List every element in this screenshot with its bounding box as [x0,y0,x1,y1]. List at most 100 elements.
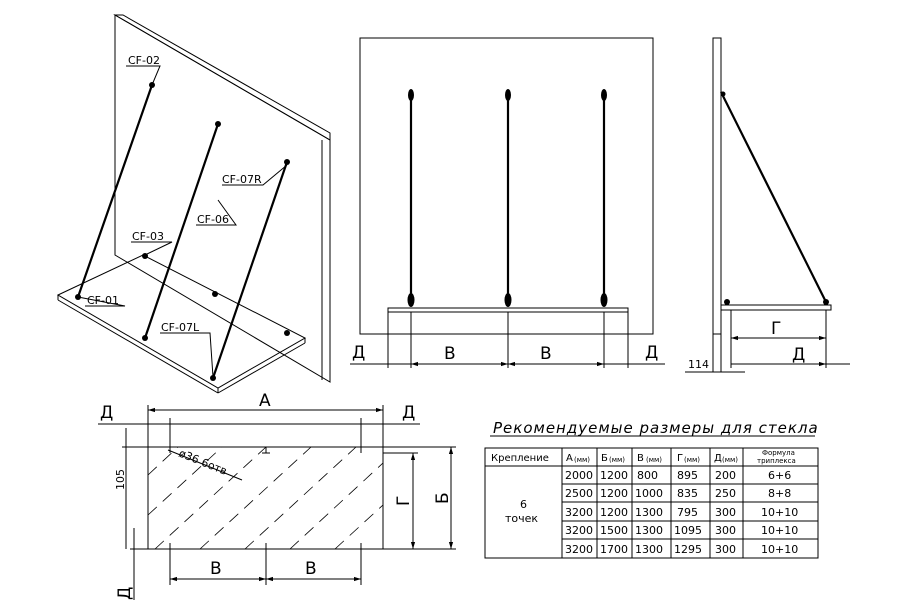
svg-text:1300: 1300 [635,543,663,556]
svg-text:1700: 1700 [600,543,628,556]
td-mount-1: 6 [520,498,527,511]
plan-view: А Д Д Б Г 105 Д В В ø36 6отв [98,391,456,600]
rod-cf-02 [76,84,154,298]
front-dim-v-2: В [540,344,552,364]
svg-text:2000: 2000 [565,469,593,482]
wall-panel [114,14,331,383]
plan-hole-note: ø36 6отв [177,447,229,478]
rod-cf-07r [211,161,289,379]
table-title: Рекомендуемые размеры для стекла [493,419,819,437]
svg-text:3200: 3200 [565,506,593,519]
table-row: 3200 1700 1300 1295 300 10+10 [565,543,798,556]
front-glass-edge [387,307,629,313]
th-formula-1: Формула [762,449,795,457]
svg-text:В: В [637,453,644,464]
svg-text:795: 795 [677,506,698,519]
side-wall [712,37,722,335]
svg-text:Д: Д [714,453,722,464]
svg-text:8+8: 8+8 [768,487,791,500]
fitting-edge-3 [284,330,290,336]
svg-text:А: А [566,453,573,464]
svg-text:Б: Б [601,453,608,464]
plan-dim-v-1: В [210,559,222,579]
label-cf-07r: CF-07R [222,173,262,186]
svg-text:(мм): (мм) [574,456,590,464]
fitting-wall-2 [215,121,221,127]
plan-dim-d-right: Д [402,403,415,423]
plan-dim-a: А [259,391,271,411]
svg-text:1000: 1000 [635,487,663,500]
th-v: В (мм) [637,453,662,464]
svg-text:1295: 1295 [674,543,702,556]
plan-dim-105: 105 [114,469,127,490]
th-mount: Крепление [491,453,549,464]
svg-text:10+10: 10+10 [761,543,798,556]
label-cf-07l: CF-07L [161,321,200,334]
fitting-glass-3 [210,375,216,381]
svg-text:1200: 1200 [600,469,628,482]
plan-dim-g: Г [394,496,414,506]
label-cf-01: CF-01 [87,294,119,307]
side-view: Г Д 114 [685,37,850,373]
svg-text:300: 300 [715,543,736,556]
table-row: 2000 1200 800 895 200 6+6 [565,469,791,482]
plan-hatching [147,446,384,550]
td-mount-2: точек [505,512,538,525]
front-dim-d-right: Д [645,343,658,363]
isometric-view: CF-02 CF-07R CF-06 CF-03 CF-01 CF-07L [56,14,331,394]
side-dim-d: Д [792,345,805,365]
th-g: Г (мм) [677,453,700,464]
svg-text:1300: 1300 [635,506,663,519]
front-dim-d-left: Д [352,343,365,363]
svg-text:(мм): (мм) [609,456,625,464]
svg-text:1200: 1200 [600,487,628,500]
plan-holes [169,447,362,549]
side-dim-114: 114 [688,358,709,371]
th-b: Б (мм) [601,453,625,464]
side-dim-g: Г [771,319,781,339]
label-cf-06: CF-06 [197,213,229,226]
svg-text:(мм): (мм) [646,456,662,464]
plan-dim-d-bottom: Д [115,587,135,600]
svg-text:Г: Г [677,453,683,464]
rod-cf-06 [143,123,220,339]
side-glass [720,304,832,311]
table-row: 2500 1200 1000 835 250 8+8 [565,487,791,500]
side-rod [720,91,827,303]
plan-glass [147,446,384,550]
svg-text:800: 800 [637,469,658,482]
front-wall [359,37,654,335]
th-formula-2: триплекса [757,457,796,465]
th-d: Д (мм) [714,453,738,464]
svg-text:835: 835 [677,487,698,500]
plan-dim-d-left: Д [100,403,113,423]
svg-text:10+10: 10+10 [761,506,798,519]
svg-text:1200: 1200 [600,506,628,519]
front-dim-v-1: В [444,344,456,364]
svg-text:300: 300 [715,524,736,537]
dimensions-table: Рекомендуемые размеры для стекла Креплен… [484,419,819,559]
svg-text:1095: 1095 [674,524,702,537]
th-a: А (мм) [566,453,590,464]
label-cf-03: CF-03 [132,230,164,243]
plan-dim-b: Б [433,492,453,504]
svg-text:2500: 2500 [565,487,593,500]
plan-dim-v-2: В [305,559,317,579]
label-cf-02: CF-02 [128,54,160,67]
svg-text:250: 250 [715,487,736,500]
fitting-edge-2 [212,291,218,297]
table-row: 3200 1200 1300 795 300 10+10 [565,506,798,519]
fitting-wall-3 [284,159,290,165]
svg-text:300: 300 [715,506,736,519]
svg-text:(мм): (мм) [722,456,738,464]
svg-text:3200: 3200 [565,543,593,556]
front-view: Д В В Д [350,37,665,368]
fitting-glass-2 [142,335,148,341]
svg-text:1300: 1300 [635,524,663,537]
svg-text:1500: 1500 [600,524,628,537]
svg-text:200: 200 [715,469,736,482]
svg-text:10+10: 10+10 [761,524,798,537]
svg-text:6+6: 6+6 [768,469,791,482]
table-row: 3200 1500 1300 1095 300 10+10 [565,524,798,537]
